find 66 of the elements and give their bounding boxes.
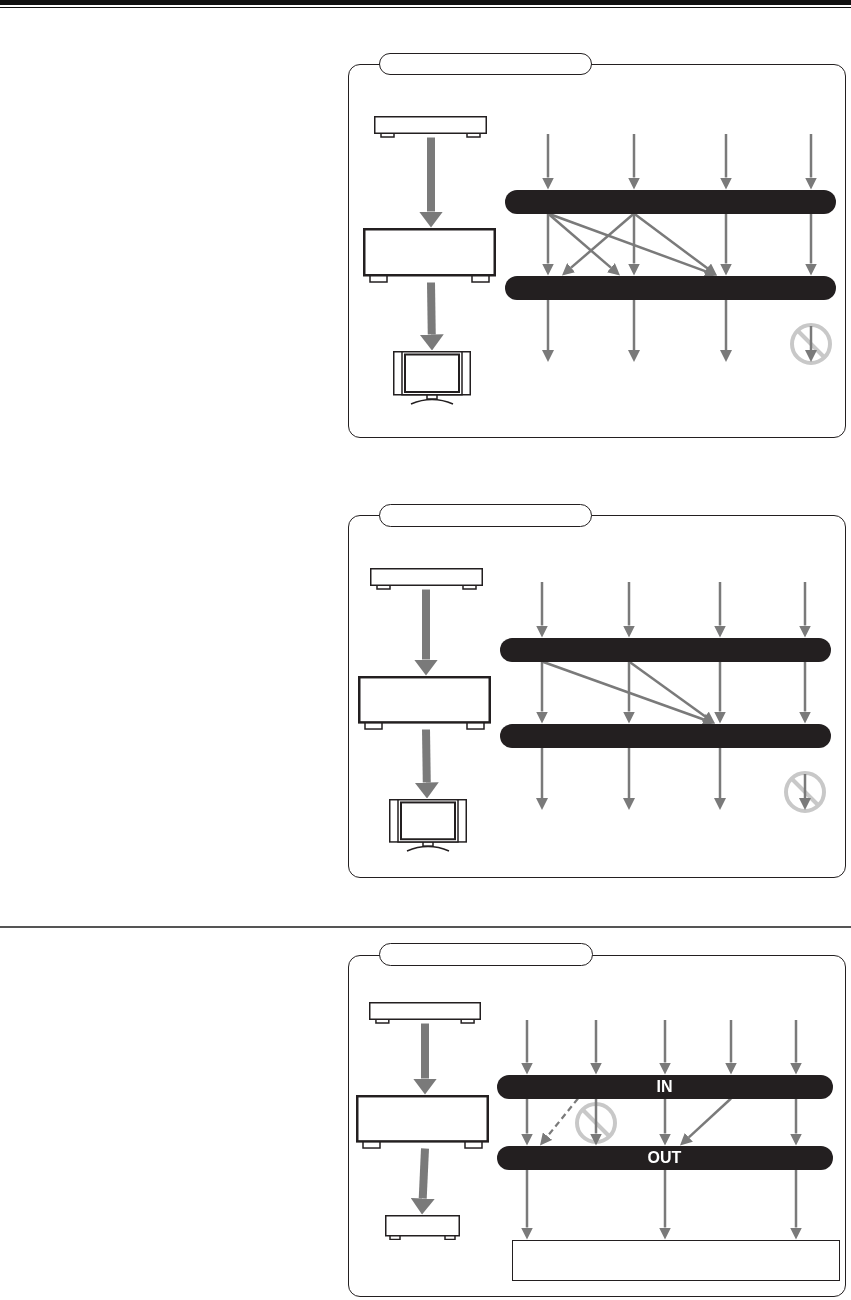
arrow (623, 582, 635, 638)
device-drawing (384, 1214, 460, 1240)
arrow (521, 1020, 533, 1075)
arrow (714, 661, 726, 724)
arrow (628, 134, 640, 190)
title-tab (379, 943, 593, 966)
arrow (714, 747, 726, 810)
signal-bar (499, 723, 831, 748)
receiver-drawing (357, 675, 491, 730)
panel (348, 955, 846, 1297)
arrow (590, 1098, 602, 1146)
arrow (790, 1098, 802, 1146)
dashed-arrow (540, 1097, 579, 1146)
arrow (590, 1020, 602, 1075)
arrow (542, 213, 554, 276)
arrow (623, 661, 635, 724)
arrow (725, 1020, 737, 1075)
receiver-drawing (355, 1094, 489, 1149)
arrow (720, 213, 732, 276)
title-tab (379, 504, 592, 527)
tv-drawing (388, 798, 467, 852)
arrow (547, 212, 717, 277)
arrow (541, 660, 715, 726)
arrow (542, 134, 554, 190)
arrow (720, 134, 732, 190)
arrow (521, 1169, 533, 1240)
title-tab (379, 53, 592, 75)
signal-bar (504, 275, 836, 300)
arrow (659, 1098, 671, 1146)
signal-label: OUT (647, 1148, 682, 1167)
arrow (521, 1098, 533, 1146)
player-drawing (369, 567, 483, 590)
arrow (659, 1020, 671, 1075)
arrow (790, 1020, 802, 1075)
signal-label: IN (656, 1077, 673, 1096)
arrow (790, 1169, 802, 1240)
arrow (799, 661, 811, 724)
arrow (633, 212, 717, 276)
signal-bar (496, 1145, 833, 1170)
receiver-drawing (362, 227, 496, 283)
signal-bar (496, 1074, 833, 1099)
arrow (714, 582, 726, 638)
arrow (628, 299, 640, 362)
arrow (536, 582, 548, 638)
arrow (720, 299, 732, 362)
player-drawing (373, 115, 487, 138)
panel (348, 515, 846, 878)
arrow (536, 661, 548, 724)
arrow (628, 660, 715, 724)
arrow (805, 213, 817, 276)
arrow (547, 212, 620, 276)
arrow (799, 582, 811, 638)
note-box (511, 1239, 840, 1281)
panel (348, 64, 846, 438)
arrow (562, 212, 635, 276)
player-drawing (368, 1001, 481, 1024)
arrow (805, 134, 817, 190)
arrow (542, 299, 554, 362)
arrow (659, 1169, 671, 1240)
arrow (628, 213, 640, 276)
arrow (680, 1097, 732, 1146)
arrow (623, 747, 635, 810)
signal-bar (504, 189, 836, 214)
tv-drawing (392, 350, 471, 405)
arrow (536, 747, 548, 810)
signal-bar (499, 637, 831, 662)
